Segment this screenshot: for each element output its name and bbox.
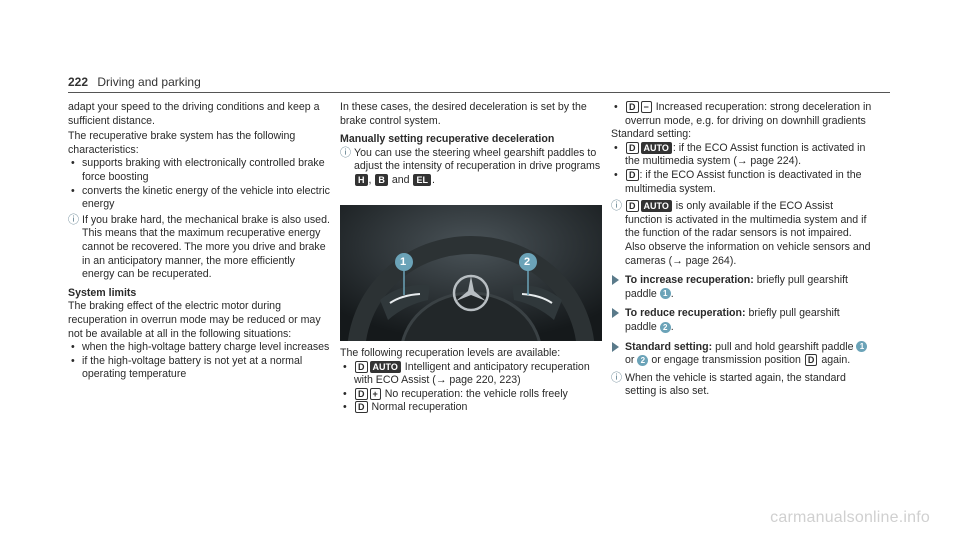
- paragraph: The recuperative brake system has the fo…: [68, 130, 296, 156]
- badge-1: 1: [856, 341, 868, 353]
- note-text: and: [391, 173, 410, 186]
- page-header: 222 Driving and parking: [68, 75, 201, 89]
- minus-icon: −: [640, 101, 652, 113]
- badge-2: 2: [637, 354, 649, 366]
- note-text: When the vehicle is started again, the s…: [625, 371, 846, 398]
- bullet-item: converts the kinetic energy of the vehic…: [68, 185, 330, 212]
- arrow-icon: [612, 275, 619, 286]
- level-text: No recuperation: the vehicle rolls freel…: [384, 387, 568, 400]
- gear-d-icon: D: [626, 168, 639, 181]
- recuperation-level-normal: D Normal recuperation: [340, 401, 602, 415]
- info-note: ⓘ When the vehicle is started again, the…: [611, 372, 873, 399]
- section-heading: Manually setting recuperative decelerati…: [340, 133, 555, 146]
- column-3: D− Increased recuperation: strong decele…: [611, 101, 873, 399]
- drive-program-h-icon: H: [355, 173, 368, 186]
- steering-wheel-image: [340, 205, 602, 341]
- gear-d-icon: D: [804, 354, 818, 367]
- gear-d-icon: D: [355, 401, 368, 414]
- paddle-badge-1: [395, 253, 413, 295]
- info-icon: ⓘ: [340, 146, 351, 159]
- section-title: Driving and parking: [97, 75, 201, 89]
- gear-d-icon: D: [355, 387, 368, 400]
- recuperation-level-plus: D+ No recuperation: the vehicle rolls fr…: [340, 387, 602, 402]
- recuperation-level-minus: D− Increased recuperation: strong decele…: [611, 101, 873, 128]
- paragraph: The following recuperation levels are av…: [340, 347, 561, 359]
- header-divider: [68, 92, 890, 93]
- step-text: or: [625, 354, 635, 367]
- paragraph: adapt your speed to the driving conditio…: [68, 101, 320, 127]
- page-number: 222: [68, 75, 89, 89]
- plus-icon: +: [369, 387, 381, 400]
- paragraph: Standard setting:: [611, 128, 692, 141]
- gear-d-icon: D: [626, 141, 639, 154]
- note-text: is only available if the ECO Assist func…: [625, 200, 871, 267]
- drive-program-b-icon: B: [375, 173, 388, 186]
- gear-d-icon: D: [626, 200, 639, 213]
- step-label: To reduce recuperation:: [625, 307, 746, 320]
- step-label: To increase recuperation:: [625, 274, 754, 287]
- gear-d-icon: D: [355, 360, 368, 373]
- column-1: adapt your speed to the driving conditio…: [68, 101, 330, 382]
- auto-icon: AUTO: [369, 360, 401, 373]
- level-text: : if the ECO Assist function is activate…: [625, 141, 866, 168]
- drive-program-el-icon: EL: [413, 173, 431, 186]
- info-icon: ⓘ: [611, 200, 622, 213]
- step-text: or engage transmission position: [651, 354, 801, 367]
- level-text: : if the ECO Assist function is deactiva…: [625, 168, 862, 195]
- step-reduce: To reduce recuperation: briefly pull gea…: [611, 307, 873, 334]
- watermark: carmanualsonline.info: [770, 509, 930, 526]
- paddle-badge-2: [519, 253, 537, 295]
- step-increase: To increase recuperation: briefly pull g…: [611, 274, 873, 301]
- gear-d-icon: D: [626, 101, 639, 113]
- step-text: pull and hold gearshift paddle: [715, 340, 854, 353]
- info-icon: ⓘ: [611, 371, 622, 384]
- bullet-item: if the high-voltage battery is not yet a…: [68, 355, 330, 382]
- paragraph: The braking effect of the electric motor…: [68, 300, 321, 340]
- column-2-lower: The following recuperation levels are av…: [340, 347, 602, 415]
- steering-wheel-figure: 1 2: [340, 205, 602, 341]
- badge-2: 2: [659, 321, 671, 333]
- step-standard: Standard setting: pull and hold gearshif…: [611, 341, 873, 368]
- note-text: If you brake hard, the mechanical brake …: [82, 213, 330, 281]
- auto-icon: AUTO: [640, 141, 672, 154]
- level-text: Normal recuperation: [371, 401, 468, 414]
- note-text: You can use the steering wheel gearshift…: [354, 146, 601, 173]
- section-heading: System limits: [68, 286, 137, 299]
- figure-label-1: 1: [400, 256, 407, 268]
- step-label: Standard setting:: [625, 340, 713, 353]
- info-note: ⓘ You can use the steering wheel gearshi…: [340, 146, 601, 186]
- badge-1: 1: [659, 288, 671, 300]
- standard-setting-d: D: if the ECO Assist function is deactiv…: [611, 168, 873, 196]
- info-note: ⓘ If you brake hard, the mechanical brak…: [68, 214, 330, 282]
- step-text: briefly pull gearshift paddle: [625, 274, 848, 300]
- arrow-icon: [612, 341, 619, 352]
- bullet-item: when the high-voltage battery charge lev…: [68, 341, 330, 355]
- level-text: Increased recuperation: strong decelerat…: [625, 101, 872, 127]
- bullet-item: supports braking with electronically con…: [68, 157, 330, 184]
- auto-icon: AUTO: [640, 200, 672, 213]
- info-icon: ⓘ: [68, 213, 79, 226]
- figure-label-2: 2: [524, 256, 531, 268]
- arrow-icon: [612, 308, 619, 319]
- step-text: again.: [821, 354, 851, 367]
- paragraph: In these cases, the desired deceleration…: [340, 101, 587, 127]
- column-2: In these cases, the desired deceleration…: [340, 101, 602, 188]
- step-text: briefly pull gearshift paddle: [625, 307, 840, 333]
- level-text: Intelligent and anticipatory recuperatio…: [354, 360, 590, 387]
